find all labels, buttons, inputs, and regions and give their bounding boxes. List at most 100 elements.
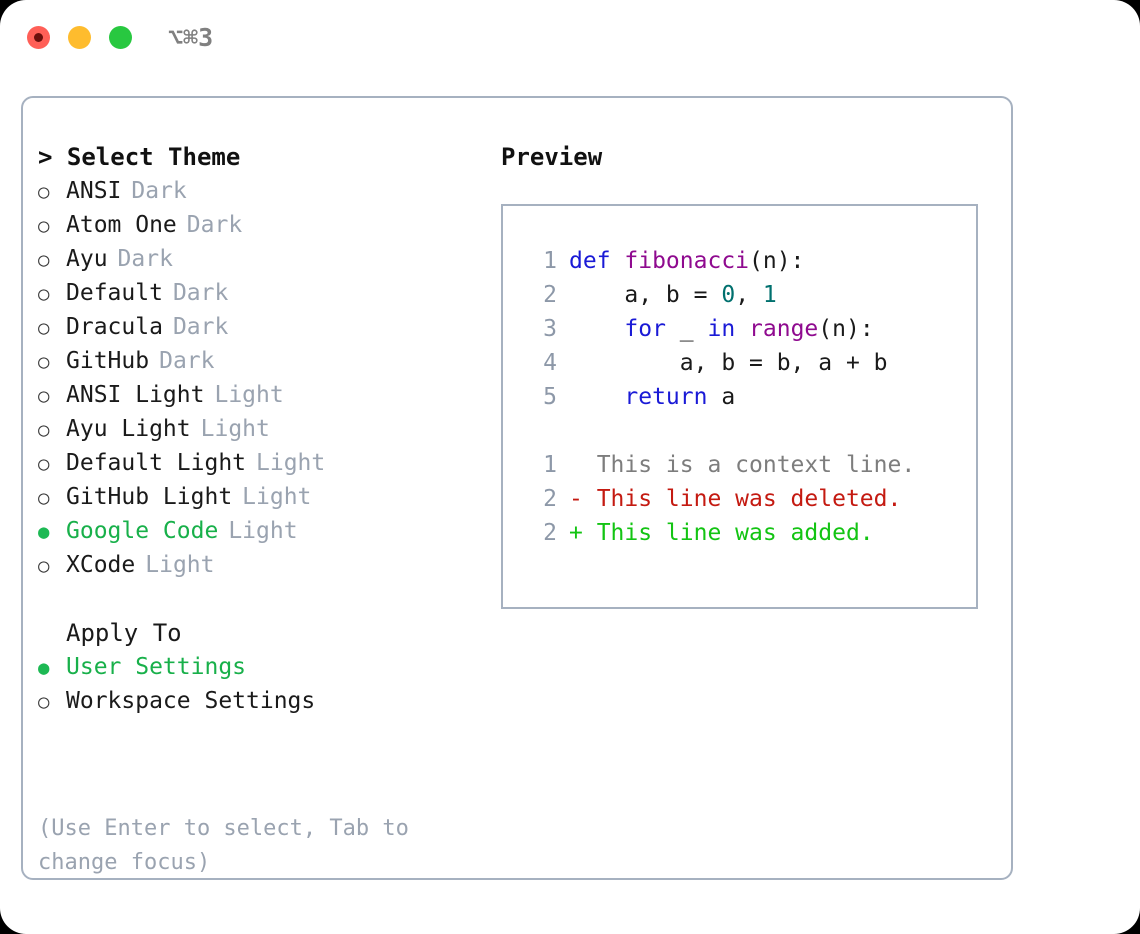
option-tag: Light [256, 450, 326, 476]
option-label: User Settings [66, 654, 247, 680]
diff-text: - This line was deleted. [569, 486, 902, 512]
code-token: a, b = [569, 282, 722, 308]
code-token: (n): [749, 248, 805, 274]
option-label: ANSI [66, 178, 122, 204]
diff-line: 2 - This line was deleted. [523, 482, 968, 516]
option-label: Ayu [66, 246, 108, 272]
option-tag: Light [242, 484, 312, 510]
radio-unselected-icon: ○ [38, 453, 50, 475]
option-tag: Light [200, 416, 270, 442]
radio-unselected-icon: ○ [38, 691, 50, 713]
option-tag: Light [214, 382, 284, 408]
option-label: Default [66, 280, 163, 306]
keyboard-shortcut-label: ⌥⌘3 [168, 23, 214, 52]
code-token: (n): [818, 316, 874, 342]
line-number: 4 [543, 350, 557, 376]
code-token: a [707, 384, 736, 410]
code-text: a, b = b, a + b [569, 346, 888, 380]
zoom-button-icon[interactable] [109, 26, 132, 49]
code-token: , [735, 282, 763, 308]
theme-option-9[interactable]: ○ GitHub Light Light [38, 480, 488, 514]
code-token: range [749, 316, 819, 342]
radio-unselected-icon: ○ [38, 317, 50, 339]
code-token: in [707, 316, 736, 342]
radio-unselected-icon: ○ [38, 351, 50, 373]
line-number: 3 [543, 316, 557, 342]
theme-option-3[interactable]: ○ Default Dark [38, 276, 488, 310]
close-button-icon[interactable] [27, 26, 50, 49]
option-label: ANSI Light [66, 382, 205, 408]
apply-to-header: Apply To [66, 619, 182, 647]
theme-option-8[interactable]: ○ Default Light Light [38, 446, 488, 480]
option-label: GitHub [66, 348, 150, 374]
title-bar: ⌥⌘3 [0, 0, 1140, 78]
option-label: Workspace Settings [66, 688, 316, 714]
apply-option-1[interactable]: ○ Workspace Settings [38, 684, 488, 718]
diff-text: + This line was added. [569, 520, 874, 546]
code-token: fibonacci [624, 248, 750, 274]
diff-line: 1 This is a context line. [523, 448, 968, 482]
code-line: 1 def fibonacci(n): [523, 244, 968, 278]
code-text: a, b = 0, 1 [569, 278, 777, 312]
radio-unselected-icon: ○ [38, 181, 50, 203]
line-number: 2 [543, 520, 557, 546]
theme-option-10[interactable]: ● Google Code Light [38, 514, 488, 548]
preview-column: Preview [501, 140, 1001, 174]
window-controls [27, 26, 132, 49]
option-tag: Light [145, 552, 215, 578]
code-token: def [569, 248, 625, 274]
option-label: GitHub Light [66, 484, 233, 510]
diff-text: This is a context line. [569, 452, 916, 478]
keyboard-hint-text: (Use Enter to select, Tab to change focu… [38, 816, 409, 875]
code-token: for [624, 316, 666, 342]
code-token [569, 316, 624, 342]
option-tag: Dark [131, 178, 187, 204]
code-line: 2 a, b = 0, 1 [523, 278, 968, 312]
select-theme-header: > Select Theme [38, 143, 241, 171]
option-label: Dracula [66, 314, 163, 340]
code-text: for _ in range(n): [569, 312, 874, 346]
line-number: 2 [543, 282, 557, 308]
option-label: Atom One [66, 212, 177, 238]
code-text: def fibonacci(n): [569, 244, 804, 278]
code-blank-line [523, 414, 968, 448]
code-line: 3 for _ in range(n): [523, 312, 968, 346]
code-token [735, 316, 749, 342]
theme-option-4[interactable]: ○ Dracula Dark [38, 310, 488, 344]
code-token: _ [665, 316, 708, 342]
line-number: 5 [543, 384, 557, 410]
radio-unselected-icon: ○ [38, 487, 50, 509]
option-tag: Dark [186, 212, 243, 238]
line-number: 2 [543, 486, 557, 512]
theme-option-6[interactable]: ○ ANSI Light Light [38, 378, 488, 412]
option-tag: Dark [172, 314, 229, 340]
line-number: 1 [543, 248, 557, 274]
option-label: Default Light [66, 450, 247, 476]
option-label: Google Code [66, 518, 219, 544]
minimize-button-icon[interactable] [68, 26, 91, 49]
code-line: 4 a, b = b, a + b [523, 346, 968, 380]
radio-selected-icon: ● [38, 521, 50, 543]
code-token: a, b = b, a + b [569, 350, 888, 376]
radio-unselected-icon: ○ [38, 249, 50, 271]
code-token [569, 384, 624, 410]
option-tag: Light [228, 518, 298, 544]
apply-option-0[interactable]: ●User Settings [38, 650, 488, 684]
theme-option-0[interactable]: ○ ANSI Dark [38, 174, 488, 208]
radio-unselected-icon: ○ [38, 283, 50, 305]
radio-unselected-icon: ○ [38, 385, 50, 407]
option-tag: Dark [172, 280, 229, 306]
code-token: 1 [762, 282, 777, 308]
